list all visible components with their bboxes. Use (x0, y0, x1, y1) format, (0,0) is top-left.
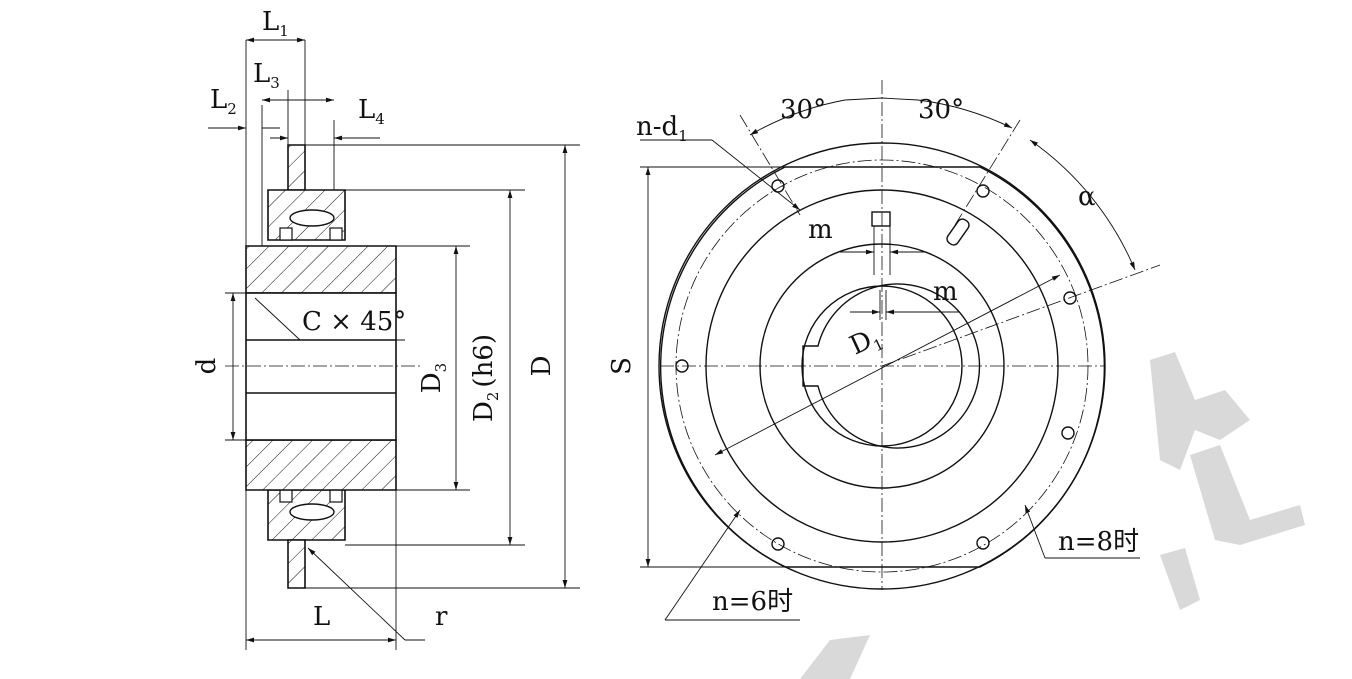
m-mid-label: m (933, 277, 958, 307)
L-label: L (313, 602, 330, 632)
m-top-label: m (808, 215, 833, 245)
S-label: S (607, 357, 637, 375)
front-view: 30° 30° n-d1 α m m D1 S n=8时 n=6时 (607, 80, 1161, 621)
n6-label: n=6时 (712, 587, 793, 617)
L1-label: L1 (262, 7, 289, 40)
L3-label: L3 (253, 59, 280, 92)
L4-label: L4 (358, 95, 385, 128)
D2-label: D2(h6) (469, 334, 502, 422)
side-section-view: L1 L3 L2 L4 C × 45° d D3 D2(h6) D L r (192, 7, 580, 650)
n8-label: n=8时 (1058, 527, 1139, 557)
D3-label: D3 (417, 363, 450, 393)
watermark (800, 352, 1305, 679)
alpha-label: α (1078, 182, 1096, 212)
D1-label: D1 (845, 321, 887, 364)
d-label: d (192, 358, 222, 375)
nd1-label: n-d1 (636, 112, 688, 145)
angle-right-label: 30° (918, 95, 964, 125)
D-label: D (527, 356, 557, 377)
r-label: r (435, 602, 448, 632)
chamfer-label: C × 45° (302, 307, 406, 337)
angle-left-label: 30° (780, 95, 826, 125)
L2-label: L2 (210, 85, 237, 118)
